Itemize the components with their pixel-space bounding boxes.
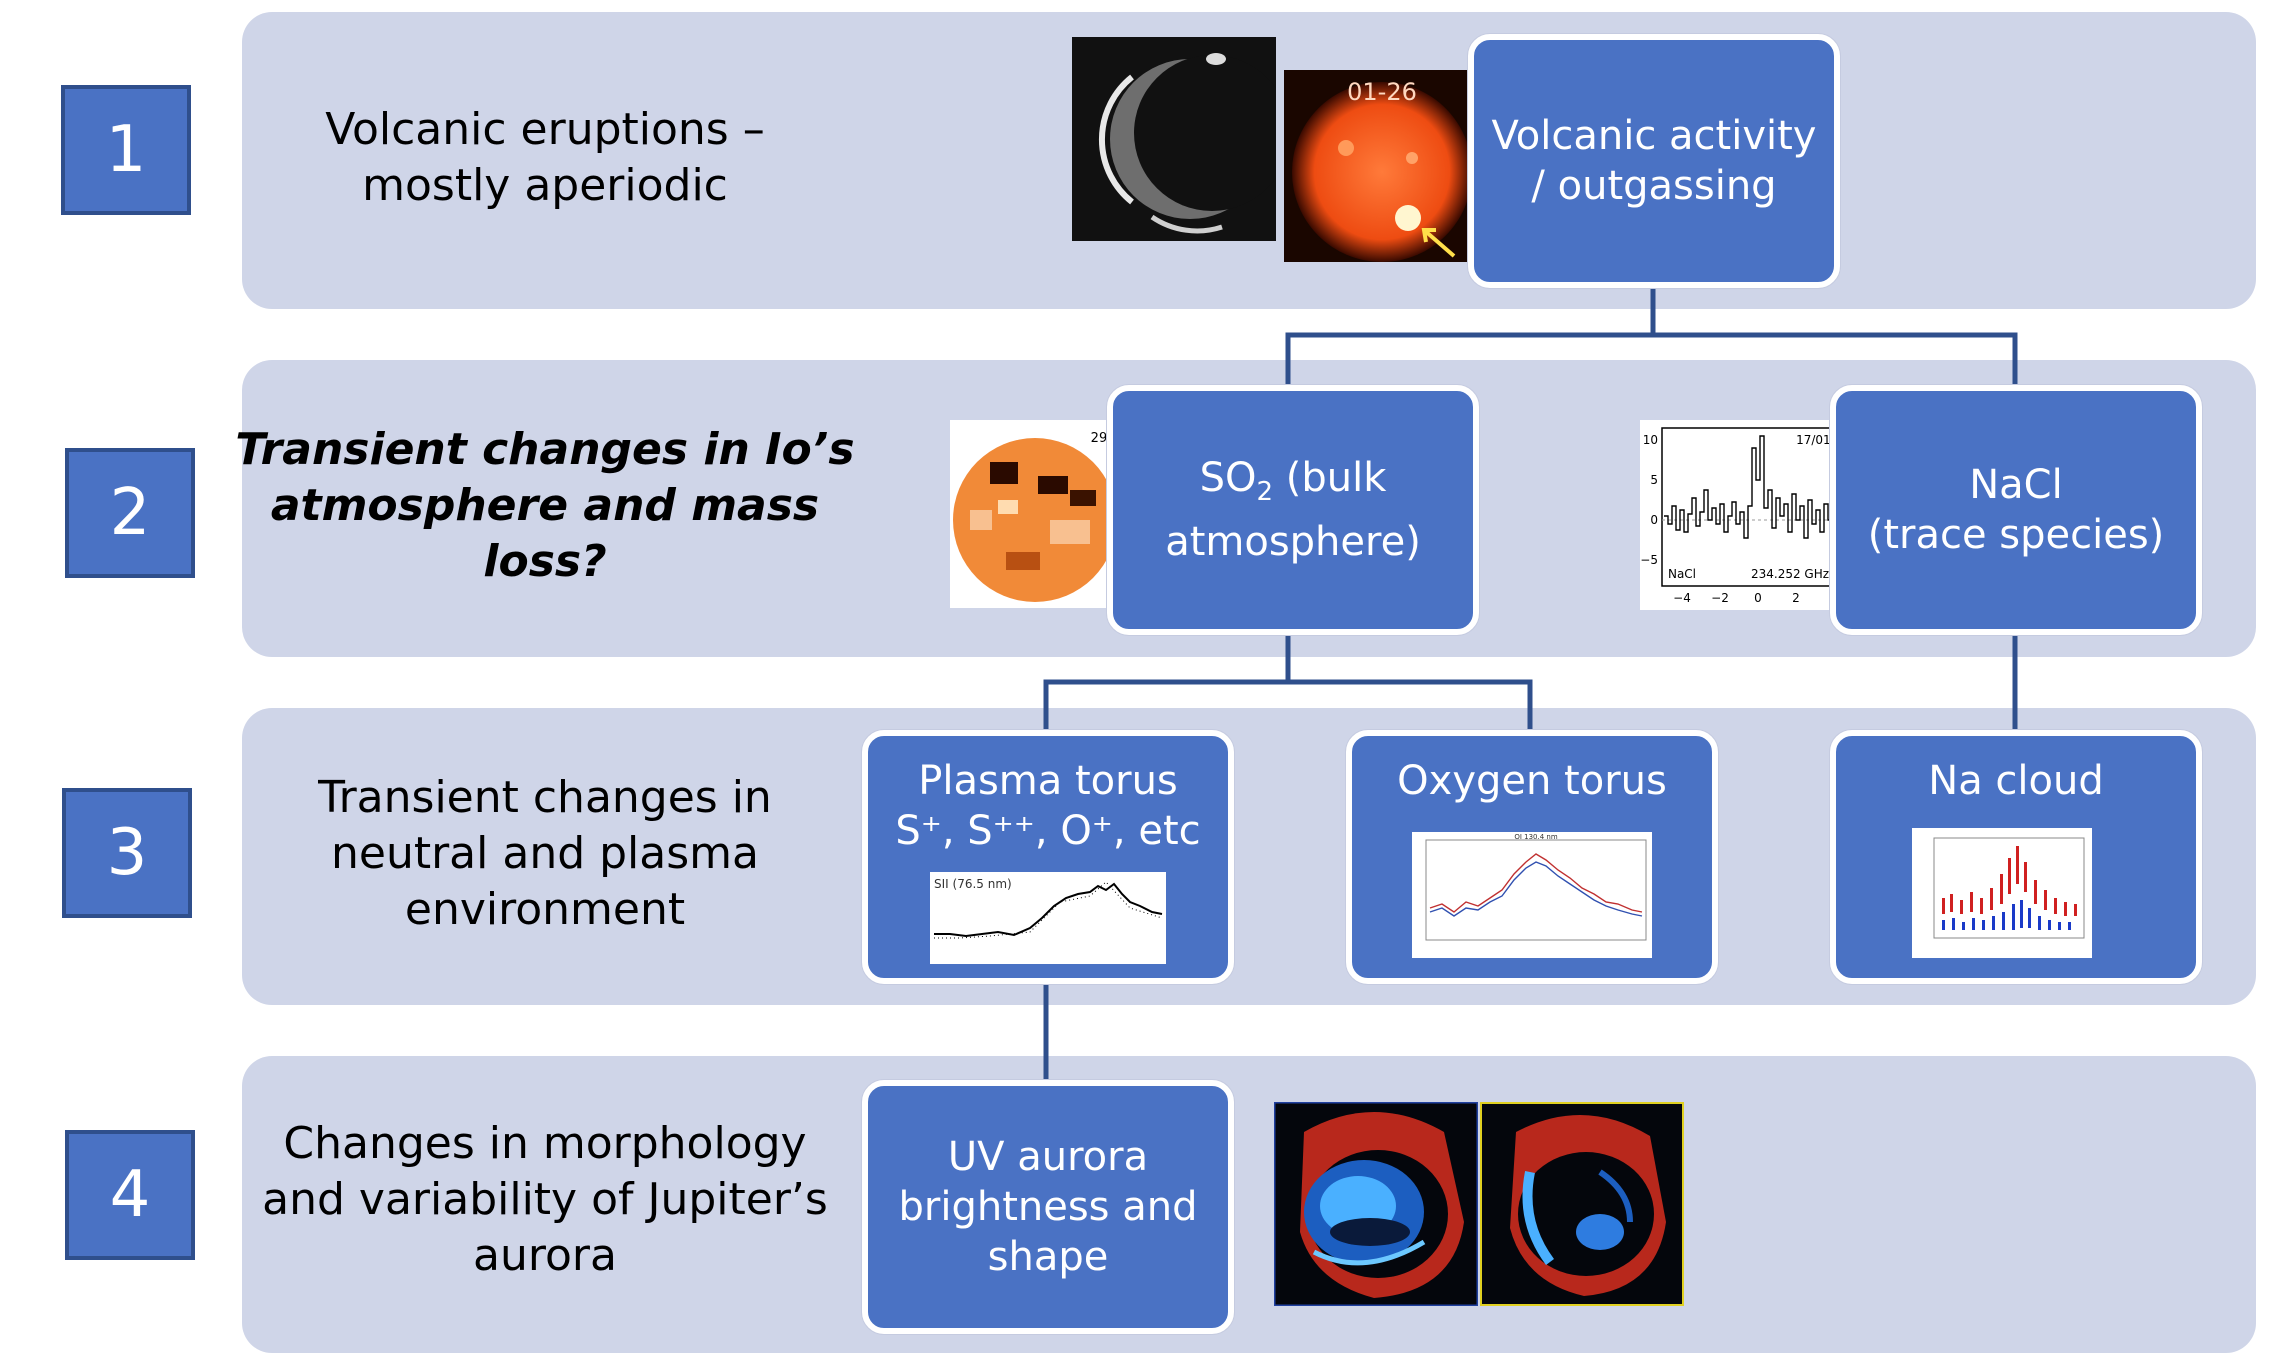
node-aurora-line-1: UV aurora	[947, 1134, 1149, 1180]
row-label-2-line-1: Transient changes in Io’s	[235, 424, 855, 475]
oxygen-torus-plot: OI 130.4 nm	[1412, 832, 1652, 958]
io-infrared-image: 01-26	[1284, 70, 1480, 262]
node-oxygen-torus: Oxygen torus OI 130.4 nm	[1346, 730, 1718, 984]
node-so2-suffix: (bulk	[1273, 455, 1387, 501]
connector-to-so2	[1285, 332, 2018, 430]
row-label-4-line-3: aurora	[473, 1230, 617, 1281]
spectrum-ytick-5: 5	[1650, 473, 1658, 487]
node-nacl: NaCl (trace species)	[1830, 385, 2202, 635]
row-band-4	[242, 1056, 2256, 1353]
spectrum-ytick-0: 0	[1650, 513, 1658, 527]
spectrum-xtick-neg4: −4	[1673, 591, 1691, 605]
io-eclipse-image	[1072, 37, 1276, 241]
row-number-2: 2	[65, 448, 195, 578]
node-aurora-line-2: brightness and	[898, 1184, 1198, 1230]
row-label-2: Transient changes in Io’s atmosphere and…	[235, 422, 855, 590]
nacl-spectrum-plot: 10 5 0 −5 −4 −2 0 2 4 17/01/02 NaCl 234.…	[1640, 420, 1860, 610]
node-plasma-line-1: Plasma torus	[918, 758, 1178, 804]
row-label-4-line-2: and variability of Jupiter’s	[262, 1174, 828, 1225]
node-na-cloud: Na cloud	[1830, 730, 2202, 984]
io-so2-globe-image: 296°	[950, 420, 1132, 608]
row-label-1-line-1: Volcanic eruptions –	[325, 104, 765, 155]
node-plasma-line-2: S⁺, S⁺⁺, O⁺, etc	[895, 808, 1201, 854]
row-number-4: 4	[65, 1130, 195, 1260]
row-label-4: Changes in morphology and variability of…	[235, 1116, 855, 1284]
row-label-3-line-3: environment	[404, 884, 686, 935]
node-so2: SO2 (bulk atmosphere)	[1107, 385, 1479, 635]
plasma-plot-label: SII (76.5 nm)	[934, 877, 1012, 891]
spectrum-xtick-neg2: −2	[1711, 591, 1729, 605]
node-volcanic-line-1: Volcanic activity	[1491, 113, 1817, 159]
row-label-2-line-3: loss?	[483, 536, 607, 587]
node-plasma-torus: Plasma torus S⁺, S⁺⁺, O⁺, etc SII (76.5 …	[862, 730, 1234, 984]
node-nacl-line-1: NaCl	[1969, 462, 2063, 508]
spectrum-xtick-2: 2	[1792, 591, 1800, 605]
ir-date-label: 01-26	[1347, 78, 1417, 106]
plasma-plot-trace	[934, 882, 1163, 938]
row-number-3: 3	[62, 788, 192, 918]
row-number-1: 1	[61, 85, 191, 215]
aurora-image-right	[1480, 1102, 1684, 1306]
node-volcanic-line-2: / outgassing	[1531, 163, 1777, 209]
na-cloud-plot	[1912, 828, 2092, 958]
node-so2-line-1: SO2 (bulk	[1200, 453, 1387, 517]
row-label-1: Volcanic eruptions – mostly aperiodic	[235, 102, 855, 214]
row-label-2-line-2: atmosphere and mass	[270, 480, 820, 531]
node-nacl-line-2: (trace species)	[1867, 512, 2165, 558]
node-oxygen-line-1: Oxygen torus	[1397, 758, 1667, 804]
plasma-torus-plot: SII (76.5 nm)	[930, 872, 1166, 964]
row-label-3: Transient changes in neutral and plasma …	[235, 770, 855, 938]
node-uv-aurora: UV aurora brightness and shape	[862, 1080, 1234, 1334]
spectrum-ytick-neg5: −5	[1640, 553, 1658, 567]
row-label-4-line-1: Changes in morphology	[283, 1118, 807, 1169]
spectrum-frequency-label: 234.252 GHz	[1751, 567, 1829, 581]
oxygen-plot-label: OI 130.4 nm	[1514, 833, 1558, 841]
row-label-3-line-2: neutral and plasma	[331, 828, 759, 879]
spectrum-xtick-0: 0	[1754, 591, 1762, 605]
node-nacloud-line-1: Na cloud	[1928, 758, 2104, 804]
spectrum-ytick-10: 10	[1643, 433, 1658, 447]
spectrum-trace	[1664, 435, 1850, 541]
aurora-image-left	[1274, 1102, 1478, 1306]
row-label-1-line-2: mostly aperiodic	[362, 160, 728, 211]
spectrum-species-label: NaCl	[1668, 567, 1696, 581]
row-label-3-line-1: Transient changes in	[318, 772, 772, 823]
node-so2-subscript: 2	[1256, 477, 1274, 507]
node-aurora-line-3: shape	[987, 1234, 1109, 1280]
node-so2-formula: SO	[1199, 455, 1257, 501]
node-volcanic-activity: Volcanic activity / outgassing	[1468, 34, 1840, 288]
connector-to-plasma-oxygen	[1043, 679, 1533, 732]
node-so2-line-2: atmosphere)	[1165, 519, 1421, 565]
